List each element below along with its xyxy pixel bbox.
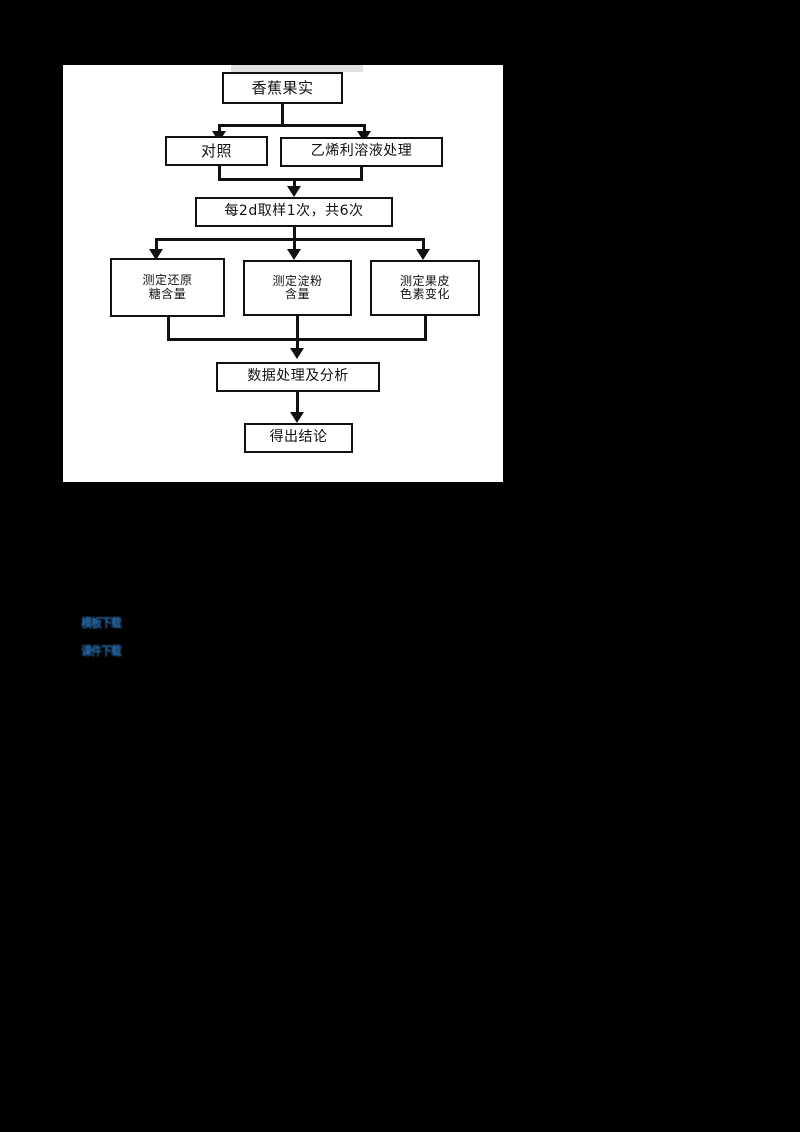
- connector-treatment-down: [360, 167, 363, 180]
- node-measure-pigment: 测定果皮 色素变化: [370, 260, 480, 316]
- connector-split-right: [363, 124, 366, 133]
- connector-fanout-right: [422, 238, 425, 251]
- node-measure-starch: 测定淀粉 含量: [243, 260, 352, 316]
- node-measure-sugar-label: 测定还原 糖含量: [142, 273, 193, 301]
- connector-starch-down: [296, 316, 299, 350]
- connector-merge-bar: [218, 178, 363, 181]
- node-analysis: 数据处理及分析: [216, 362, 380, 392]
- node-control: 对照: [165, 136, 268, 166]
- node-control-label: 对照: [200, 141, 232, 160]
- connector-merge-three-bar: [167, 338, 427, 341]
- arrow-to-treatment: [357, 131, 371, 142]
- highlighted-text-block-2-label: 课件下载: [81, 644, 122, 658]
- connector-sampling-stem: [293, 227, 296, 240]
- node-start-label: 香蕉果实: [251, 78, 314, 97]
- scan-smudge: [231, 65, 363, 72]
- connector-sugar-down: [167, 317, 170, 340]
- arrow-to-measure-sugar: [149, 249, 163, 260]
- arrow-to-sampling: [287, 186, 301, 197]
- node-measure-starch-label: 测定淀粉 含量: [272, 273, 323, 301]
- highlighted-text-block-2[interactable]: 课件下载: [73, 639, 129, 662]
- connector-fanout-left: [155, 238, 158, 251]
- connector-control-down: [218, 166, 221, 180]
- connector-analysis-stem: [296, 392, 299, 414]
- highlighted-text-block-1-label: 模板下载: [81, 615, 122, 630]
- flowchart-figure: 香蕉果实 对照 乙烯利溶液处理 每2d取样1次，共6次 测定还原 糖含量 测定淀…: [63, 65, 503, 482]
- node-conclusion: 得出结论: [244, 423, 353, 453]
- node-treatment-label: 乙烯利溶液处理: [310, 143, 413, 160]
- arrow-to-analysis: [290, 348, 304, 359]
- node-measure-sugar: 测定还原 糖含量: [110, 258, 225, 317]
- connector-merge-stem: [293, 178, 296, 188]
- node-treatment: 乙烯利溶液处理: [280, 137, 443, 167]
- connector-split-bar: [218, 124, 366, 127]
- node-conclusion-label: 得出结论: [269, 429, 328, 446]
- connector-start-stem: [281, 104, 284, 126]
- connector-pigment-down: [424, 316, 427, 340]
- connector-fanout-center: [293, 238, 296, 251]
- node-measure-pigment-label: 测定果皮 色素变化: [399, 273, 450, 301]
- node-sampling-label: 每2d取样1次，共6次: [224, 203, 364, 220]
- node-sampling: 每2d取样1次，共6次: [195, 197, 393, 227]
- highlighted-text-block-1[interactable]: 模板下载: [73, 611, 129, 633]
- arrow-to-measure-pigment: [416, 249, 430, 260]
- arrow-to-measure-starch: [287, 249, 301, 260]
- connector-fanout-bar: [155, 238, 425, 241]
- node-start: 香蕉果实: [222, 72, 343, 104]
- arrow-to-conclusion: [290, 412, 304, 423]
- node-analysis-label: 数据处理及分析: [247, 368, 349, 385]
- connector-split-left: [218, 124, 221, 133]
